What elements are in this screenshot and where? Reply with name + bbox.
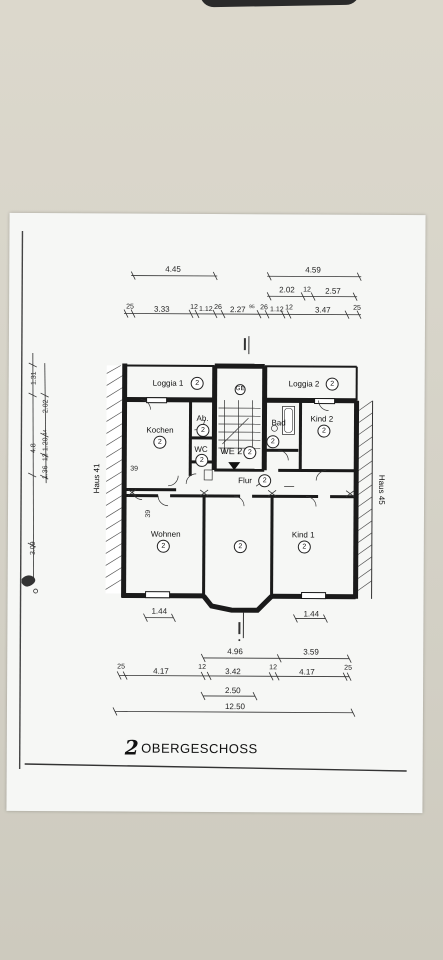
- dim-left-3-09: 3.09: [29, 541, 37, 556]
- dim-left-1-36: 1.36: [42, 465, 50, 480]
- dim-top-95: 95: [249, 304, 255, 311]
- floor-title: 2 OBERGESCHOSS: [125, 736, 258, 761]
- room-loggia-2-label: Loggia 2: [288, 379, 320, 389]
- room-kochen-number: 2: [153, 435, 167, 449]
- dim-bottom-12a: 12: [198, 663, 207, 671]
- dim-left-1-20: 1.20: [42, 437, 50, 452]
- room-flur-number: 2: [258, 474, 272, 488]
- label-haus-41: Haus 41: [92, 463, 102, 494]
- room-bad-number: 2: [266, 435, 280, 449]
- dim-top-3-33: 3.33: [154, 304, 170, 314]
- room-we-2-label: WE 2: [220, 446, 243, 457]
- room-kochen-label: Kochen: [146, 425, 174, 435]
- room-loggia-1-number: 2: [190, 376, 204, 390]
- room-ab-label: Ab.: [196, 413, 209, 423]
- dim-top-26a: 26: [214, 303, 222, 312]
- dim-left-1-31: 1.31: [30, 371, 38, 386]
- dim-top-1-12b: 1.12: [270, 306, 284, 314]
- dim-bottom-4-17b: 4.17: [299, 667, 315, 677]
- dim-left-4-8: 4.8: [30, 443, 38, 454]
- room-loggia-2-number: 2: [325, 377, 339, 391]
- floor-plan-drawing: [18, 230, 407, 772]
- dim-top-4-59: 4.59: [305, 265, 321, 275]
- dim-bottom-2-50: 2.50: [225, 686, 241, 696]
- floor-plan-sheet: 4.45 4.59 2.02 12 2.57 25 3.33 12 1.12 2…: [6, 212, 426, 814]
- dim-bottom-4-96: 4.96: [227, 647, 243, 657]
- dim-top-1-12a: 1.12: [199, 305, 213, 313]
- dim-top-25b: 25: [353, 304, 361, 312]
- dim-top-2-57: 2.57: [325, 286, 341, 296]
- top-shadow: [199, 0, 361, 8]
- room-kind-2-number: 2: [317, 424, 331, 438]
- floor-title-number: 2: [124, 735, 140, 760]
- room-flur-label: Flur: [238, 476, 252, 486]
- dim-left-14: 14: [42, 429, 49, 436]
- dim-bottom-25a: 25: [117, 663, 126, 671]
- dim-top-3-47: 3.47: [315, 305, 331, 315]
- room-middle-number: 2: [233, 540, 247, 554]
- room-wc-number: 2: [195, 453, 209, 467]
- dim-top-12a: 12: [190, 303, 198, 311]
- dim-top-2-02: 2.02: [279, 285, 295, 295]
- dim-39-kochen: 39: [130, 465, 139, 473]
- dim-39-wohnen: 39: [144, 509, 153, 518]
- dim-top-12b: 12: [285, 304, 293, 312]
- dim-bottom-12-50: 12.50: [224, 702, 246, 712]
- dim-top-4-45: 4.45: [165, 264, 181, 274]
- dim-left-2-02: 2.02: [42, 399, 50, 414]
- dim-top-12: 12: [303, 286, 311, 294]
- room-wohnen-label: Wohnen: [150, 529, 181, 539]
- dim-bottom-4-17a: 4.17: [153, 666, 169, 676]
- room-bad-label: Bad: [271, 418, 286, 428]
- room-wohnen-number: 2: [156, 539, 170, 553]
- room-kind-1-label: Kind 1: [291, 530, 315, 540]
- floor-title-text: OBERGESCHOSS: [141, 740, 258, 756]
- room-ge-marker: GE: [234, 384, 246, 396]
- dim-bottom-3-59: 3.59: [303, 647, 319, 657]
- room-wc-label: WC: [194, 444, 208, 454]
- dim-bottom-12b: 12: [269, 664, 278, 672]
- dim-left-12: 12: [42, 453, 50, 462]
- label-haus-45: Haus 45: [377, 474, 387, 505]
- dim-bottom-3-42: 3.42: [225, 667, 241, 677]
- dim-top-2-27: 2.27: [230, 305, 246, 315]
- dim-top-26b: 26: [260, 304, 268, 312]
- dim-bottom-1-44b: 1.44: [303, 609, 320, 619]
- dim-bottom-1-44a: 1.44: [151, 606, 168, 616]
- room-ab-number: 2: [196, 423, 210, 437]
- room-we-2-number: 2: [243, 446, 257, 460]
- dim-top-25a: 25: [126, 303, 134, 311]
- room-kind-2-label: Kind 2: [310, 414, 334, 424]
- room-kind-1-number: 2: [297, 540, 311, 554]
- dim-bottom-25b: 25: [344, 664, 353, 672]
- room-loggia-1-label: Loggia 1: [152, 378, 184, 388]
